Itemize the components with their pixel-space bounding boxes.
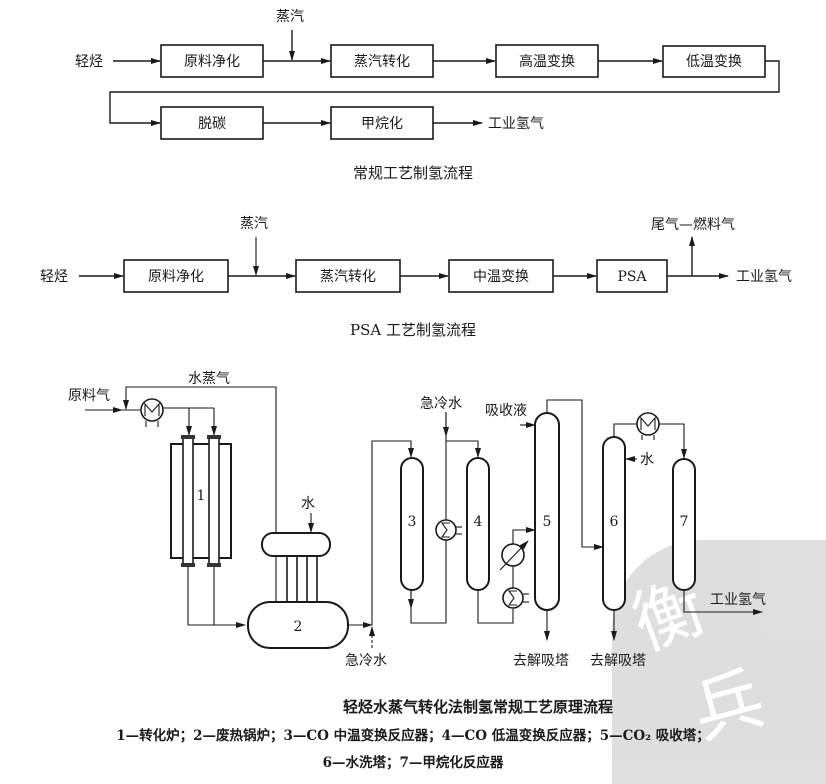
step-label: 蒸汽转化 [354,54,410,70]
step-box [123,259,229,293]
absorbent-label: 吸收液 [485,403,527,419]
equipment-number: 4 [474,514,483,530]
return-line [109,60,780,126]
steam-label: 蒸汽 [276,9,304,25]
water-wash-label: 水 [640,452,654,468]
product-label: 工业氢气 [710,592,766,608]
compressor-icon [636,412,660,440]
waste-heat-boiler-2 [247,532,349,649]
legend-line-1: 1—转化炉；2—废热锅炉；3—CO 中温变换反应器；4—CO 低温变换反应器；5… [116,727,710,744]
step-box [330,106,434,140]
equipment-number: 2 [294,619,303,635]
co2-absorber-5 [534,412,560,611]
step-label: 脱碳 [198,116,226,132]
step-label: 低温变换 [686,53,742,70]
reformer-furnace-1 [170,435,232,567]
step-box [160,106,264,140]
psa-flow: 轻烃 原料净化 蒸汽 蒸汽转化 中温变换 PSA 尾气—燃料气 工业氢气 PSA… [40,216,792,339]
principle-flow: 原料气 水蒸气 1 [68,371,766,771]
feed-gas-label: 原料气 [68,388,110,404]
step-label: 高温变换 [519,53,575,70]
conventional-flow: 轻烃 原料净化 蒸汽 蒸汽转化 高温变换 低温变换 脱碳 甲烷化 工业氢气 常规… [75,9,780,182]
conventional-caption: 常规工艺制氢流程 [353,164,473,182]
step-label: PSA [617,269,647,285]
principle-caption: 轻烃水蒸气转化法制氢常规工艺原理流程 [343,698,613,716]
to-desorber-label: 去解吸塔 [513,653,569,669]
product-arrow [683,590,763,615]
heat-exchanger-icon [502,587,529,609]
process-line [512,527,536,544]
process-line [187,567,246,628]
compressor-icon [140,398,164,427]
tail-gas-label: 尾气—燃料气 [651,216,735,233]
step-box [495,44,599,78]
process-line [546,399,604,550]
water-label: 水 [301,496,315,512]
psa-caption: PSA 工艺制氢流程 [350,321,476,339]
conventional-input-label: 轻烃 [75,54,103,70]
steam-label: 蒸汽 [240,216,268,232]
cooler-icon [499,540,529,571]
to-desorber-label: 去解吸塔 [590,653,646,669]
step-box [448,259,554,293]
process-line [477,590,514,624]
step-label: 中温变换 [473,268,529,285]
quench-water-label: 急冷水 [345,653,387,669]
psa-input-label: 轻烃 [40,269,68,285]
process-line [446,440,481,458]
step-label: 原料净化 [184,54,240,70]
process-line [371,440,414,625]
output-label: 工业氢气 [488,116,544,132]
step-box [596,259,668,293]
equipment-number: 6 [610,514,619,530]
step-box [160,44,264,78]
co-shift-reactor-3 [400,457,424,591]
equipment-number: 5 [543,514,552,530]
equipment-number: 3 [408,514,417,530]
equipment-number: 7 [680,514,689,530]
step-box [295,259,401,293]
watermark: 衡 兵 [612,540,826,784]
step-label: 甲烷化 [361,116,403,132]
step-label: 原料净化 [148,269,204,285]
steam-label: 水蒸气 [188,371,230,387]
equipment-number: 1 [197,488,206,504]
step-label: 蒸汽转化 [320,269,376,285]
output-label: 工业氢气 [736,269,792,285]
process-line [659,423,687,459]
process-line [613,423,637,437]
quench-water-top-label: 急冷水 [420,396,462,412]
heat-exchanger-icon [435,519,462,541]
steam-line [123,386,277,538]
legend-line-2: 6—水洗塔；7—甲烷化反应器 [323,754,504,771]
